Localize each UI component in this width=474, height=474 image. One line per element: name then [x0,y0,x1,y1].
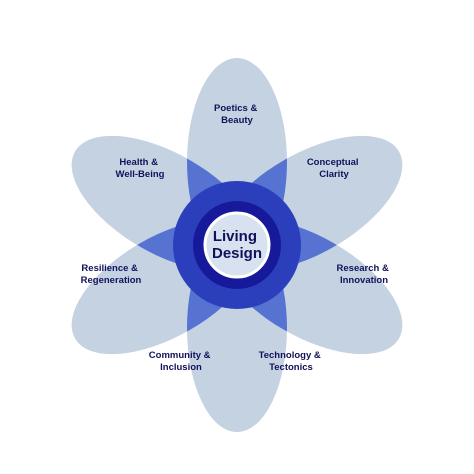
petal-label-line-2: Tectonics [269,362,313,373]
petal-label-line-2: Innovation [340,275,388,286]
center-label: Living Design [212,228,262,262]
petal-label-line-1: Research & [337,263,389,274]
petal-label-conceptual-clarity: Conceptual Clarity [307,157,361,180]
petal-label-line-1: Conceptual [307,157,359,168]
center-circle [203,211,271,279]
petal-label-line-2: Beauty [221,115,253,126]
petal-label-line-2: Well-Being [116,169,165,180]
petal-label-line-2: Inclusion [160,362,202,373]
petal-label-line-1: Health & [119,157,158,168]
center-label-line-2: Design [212,245,262,262]
petal-label-line-2: Regeneration [81,275,142,286]
petal-label-line-1: Poetics & [214,103,257,114]
petal-label-line-1: Technology & [259,350,321,361]
petal-label-poetics-beauty: Poetics & Beauty [214,103,260,126]
petal-label-community-inclusion: Community & Inclusion [149,350,213,373]
petal-label-line-1: Resilience & [81,263,138,274]
center-label-line-1: Living [213,228,257,245]
petal-label-health-wellbeing: Health & Well-Being [116,157,165,180]
petal-label-line-2: Clarity [319,169,349,180]
petal-label-resilience-regeneration: Resilience & Regeneration [81,263,142,286]
petal-label-research-innovation: Research & Innovation [337,263,392,286]
petal-label-technology-tectonics: Technology & Tectonics [259,350,324,373]
petal-label-line-1: Community & [149,350,211,361]
